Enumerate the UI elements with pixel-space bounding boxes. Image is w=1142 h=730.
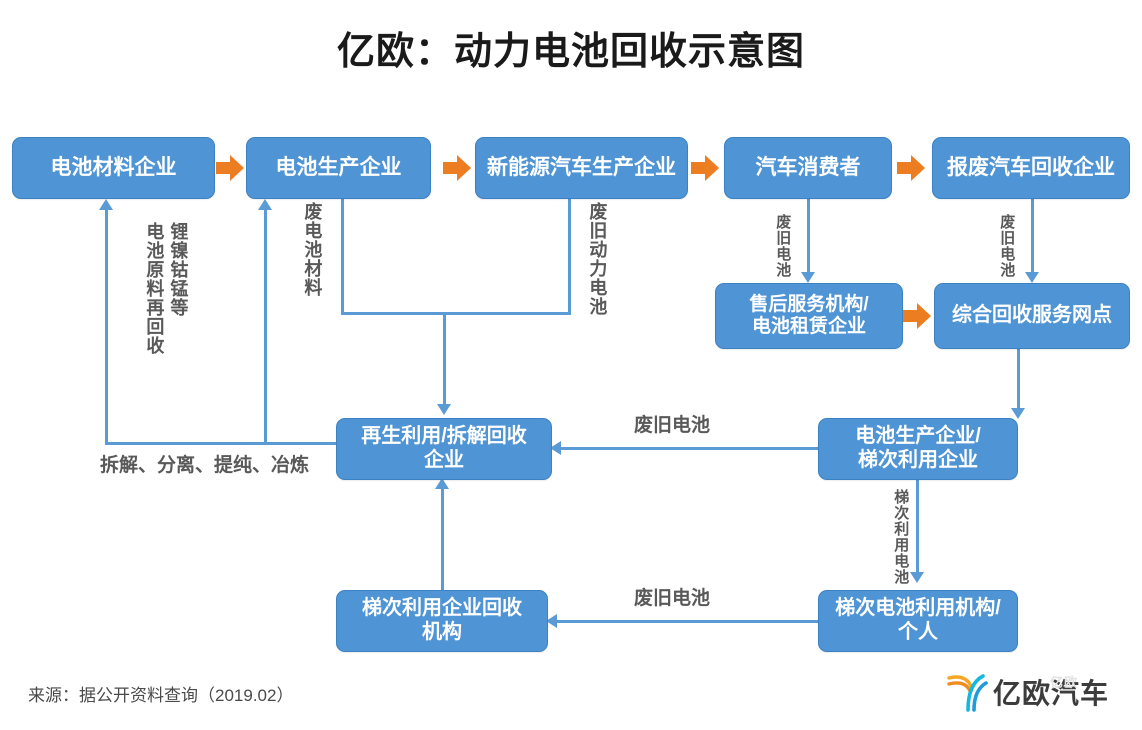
arrowhead-return-to-production [258,199,272,210]
arrow-head [457,155,471,181]
block-arrow-production-to-nev [443,155,473,181]
connector-echelonfirm-to-user [916,480,919,575]
edge-label-waste-battery-material: 废电池材料 [302,202,323,297]
node-scrap-car-recycling[interactable]: 报废汽车回收企业 [932,137,1130,199]
arrow-shaft [443,162,459,174]
connector-integrated-to-echelonfirm [1017,349,1020,411]
block-arrow-aftersales-to-integrated [903,303,935,329]
arrowhead-echelonfirm-to-user [910,572,924,583]
brand-logo-text: 亿欧汽车 [993,678,1110,709]
brand-logo: 亿欧汽车 [945,668,1130,716]
arrow-head [917,303,931,329]
edge-label-waste-battery-4: 废旧电池 [634,588,711,609]
arrowhead-merge-to-regeneration [437,404,451,415]
connector-nev-down [568,199,571,315]
block-arrow-material-to-production [216,155,246,181]
edge-label-recycle-raw-materials: 锂镍钴锰等 [168,222,189,317]
arrow-head [911,155,925,181]
block-arrow-consumer-to-scrap [897,155,927,181]
node-regeneration-dismantle[interactable]: 再生利用/拆解回收 企业 [336,418,552,480]
block-arrow-nev-to-consumer [691,155,721,181]
node-label: 电池材料企业 [50,155,177,179]
arrow-head [705,155,719,181]
arrowhead-recycleorg-to-regeneration [435,478,449,489]
connector-regeneration-return-bar [105,442,338,445]
arrowhead-consumer-to-aftersales [801,272,815,283]
node-label-line2: 梯次利用企业 [858,449,978,471]
node-nev-production[interactable]: 新能源汽车生产企业 [475,137,688,199]
arrow-shaft [897,162,913,174]
node-battery-production[interactable]: 电池生产企业 [246,137,431,199]
node-car-consumer[interactable]: 汽车消费者 [724,137,892,199]
node-battery-material[interactable]: 电池材料企业 [12,137,215,199]
node-label: 综合回收服务网点 [952,304,1112,327]
node-integrated-service[interactable]: 综合回收服务网点 [934,283,1130,349]
arrowhead-return-to-material [99,199,113,210]
arrow-head [230,155,244,181]
node-label-line1: 电池生产企业/ [855,425,981,448]
node-label-line2: 电池租赁企业 [751,316,866,337]
edge-label-waste-battery-3: 废旧电池 [634,415,711,436]
node-echelon-user[interactable]: 梯次电池利用机构/ 个人 [818,590,1018,652]
connector-merge-bar [341,312,571,315]
node-label-line1: 再生利用/拆解回收 [361,425,527,448]
connector-echelonfirm-to-regeneration [558,447,820,450]
node-label: 新能源汽车生产企业 [487,155,676,179]
connector-recycleorg-to-regeneration [441,487,444,591]
arrowhead-echelonfirm-to-regeneration [550,441,561,455]
edge-label-recycle-raw-materials2: 电池原料再回收 [144,222,165,355]
edge-label-echelon-battery: 梯次利用电池 [892,489,910,585]
connector-scrap-to-integrated [1031,199,1034,273]
node-aftersales-leasing[interactable]: 售后服务机构/ 电池租赁企业 [715,283,903,349]
edge-label-waste-battery-1: 废旧电池 [774,214,792,278]
yiou-logo-icon [947,674,988,712]
node-label: 电池生产企业 [275,155,402,179]
node-label-line2: 机构 [422,621,462,643]
node-battery-echelon-firm[interactable]: 电池生产企业/ 梯次利用企业 [818,418,1018,480]
node-label-line1: 售后服务机构/ [749,293,869,315]
connector-production-down [341,199,344,315]
connector-user-to-recycleorg [554,620,820,623]
node-label-line2: 个人 [898,621,938,643]
arrowhead-integrated-to-echelonfirm [1011,408,1025,419]
connector-return-to-material [105,208,108,444]
page-title: 亿欧：动力电池回收示意图 [336,31,805,73]
arrow-shaft [216,162,232,174]
node-echelon-recycle-org[interactable]: 梯次利用企业回收 机构 [336,590,548,652]
node-label-line2: 企业 [424,449,464,471]
arrow-shaft [691,162,707,174]
node-label-line1: 梯次电池利用机构/ [835,597,1001,620]
arrowhead-scrap-to-integrated [1025,272,1039,283]
connector-consumer-to-aftersales [807,199,810,273]
arrow-shaft [903,310,919,322]
node-label-line1: 梯次利用企业回收 [362,597,522,620]
edge-label-waste-battery-2: 废旧电池 [998,214,1016,278]
node-label: 报废汽车回收企业 [947,155,1115,179]
source-note: 来源：据公开资料查询（2019.02） [28,686,294,705]
edge-label-waste-power-battery: 废旧动力电池 [587,202,608,316]
logo-watermark: 亿欧 [1050,675,1079,690]
node-label: 汽车消费者 [755,155,861,179]
connector-merge-to-regeneration [443,312,446,406]
edge-label-dismantle-process: 拆解、分离、提纯、冶炼 [100,455,310,476]
arrowhead-user-to-recycleorg [546,614,557,628]
connector-return-to-production [264,208,267,444]
